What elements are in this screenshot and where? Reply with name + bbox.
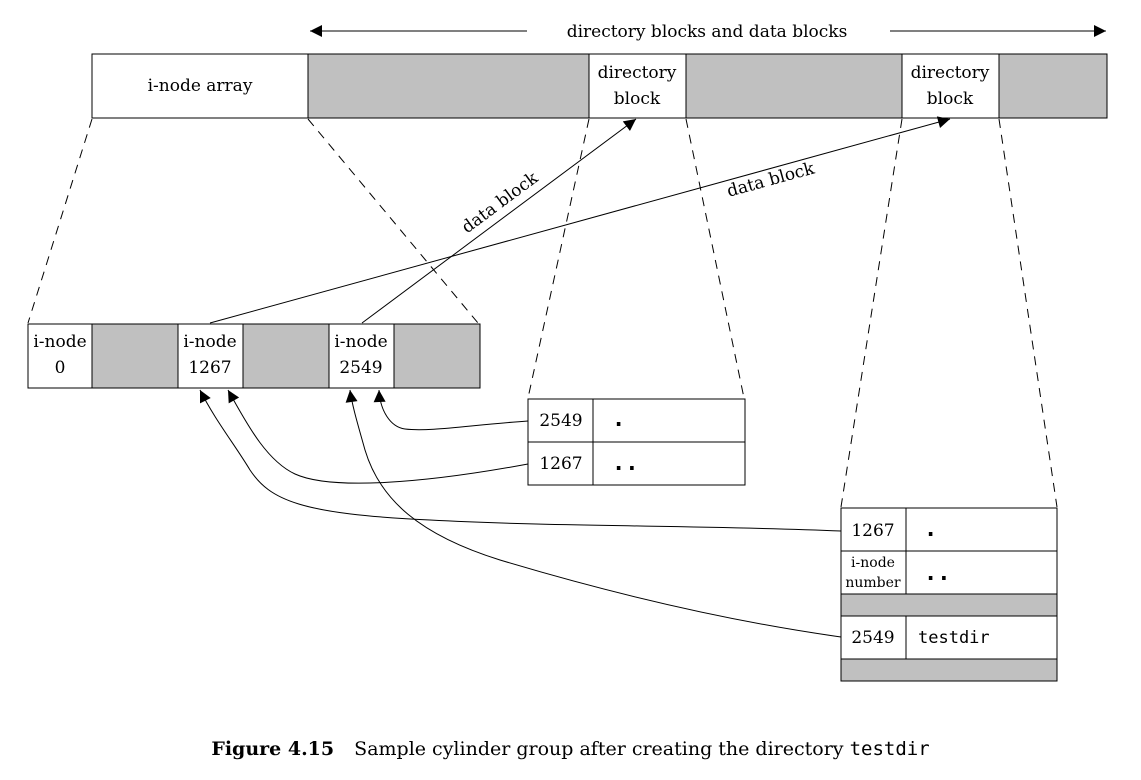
directory-block-1 xyxy=(588,53,687,119)
caption-code: testdir xyxy=(849,738,930,760)
projection-lines xyxy=(27,118,1058,508)
inode-array-box xyxy=(91,53,309,119)
data-block-label-right: data block xyxy=(725,158,818,201)
directory-block-1-line1: directory xyxy=(598,63,677,83)
dir2-row2-label-line2: number xyxy=(845,575,901,591)
ref-arrow-testdir-entry-2549 xyxy=(345,389,842,638)
dir1-row2-name: .. xyxy=(612,451,639,476)
projection-line xyxy=(27,118,93,324)
dir2-row1-name: . xyxy=(924,517,937,542)
data-block-label-left: data block xyxy=(458,168,543,238)
dir2-row2-name: .. xyxy=(924,561,951,586)
projection-line xyxy=(685,118,745,399)
projection-line xyxy=(307,118,479,324)
inode-1267-number: 1267 xyxy=(188,358,231,378)
inode-1267-cell xyxy=(177,323,244,389)
projection-line xyxy=(998,118,1058,508)
dir2-row3-name: testdir xyxy=(918,628,990,648)
data-block-arrow-1267 xyxy=(209,116,951,324)
inode-gap xyxy=(242,323,330,389)
inode-row: i-node 0 i-node 1267 i-node 2549 xyxy=(27,323,481,389)
figure-caption: Figure 4.15 Sample cylinder group after … xyxy=(0,738,1141,760)
data-area-3 xyxy=(998,53,1108,119)
caption-text: Sample cylinder group after creating the… xyxy=(354,738,844,760)
projection-line xyxy=(840,118,903,508)
cylinder-group-diagram: directory blocks and data blocks i-node … xyxy=(27,22,1108,682)
dir2-free-space xyxy=(840,658,1058,682)
dir1-row2-inode: 1267 xyxy=(539,454,582,474)
dir2-row3-inode: 2549 xyxy=(851,628,894,648)
dir2-row1-inode: 1267 xyxy=(851,521,894,541)
ref-arrow-testdir-dot-1267 xyxy=(199,389,842,532)
span-arrow: directory blocks and data blocks xyxy=(310,22,1106,42)
reference-arrows xyxy=(199,389,842,638)
directory-block-2-line1: directory xyxy=(911,63,990,83)
inode-gap xyxy=(91,323,179,389)
figure-number: Figure 4.15 xyxy=(211,738,335,760)
data-block-arrow-2549 xyxy=(361,118,637,324)
data-block-arrows: data block data block xyxy=(209,116,951,324)
dir2-free-space xyxy=(840,593,1058,617)
top-bar: i-node array directory block directory b… xyxy=(91,53,1108,119)
inode-1267-label: i-node xyxy=(183,332,236,352)
dir2-row2-label-line1: i-node xyxy=(851,555,895,571)
inode-0-label: i-node xyxy=(33,332,86,352)
dir1-row1-name: . xyxy=(612,407,625,432)
inode-gap xyxy=(393,323,481,389)
dir1-row1-inode: 2549 xyxy=(539,411,582,431)
directory-block-2-line2: block xyxy=(927,89,974,109)
directory-table-1: 2549 . 1267 .. xyxy=(527,398,746,486)
directory-block-2 xyxy=(901,53,1000,119)
ref-arrow-dot-2549 xyxy=(373,389,529,431)
inode-2549-cell xyxy=(328,323,395,389)
inode-array-label: i-node array xyxy=(148,76,253,96)
data-area-2 xyxy=(685,53,903,119)
inode-2549-label: i-node xyxy=(334,332,387,352)
span-label: directory blocks and data blocks xyxy=(567,22,848,42)
directory-table-2: 1267 . i-node number .. 2549 testdir xyxy=(840,507,1058,682)
inode-2549-number: 2549 xyxy=(339,358,382,378)
inode-0-number: 0 xyxy=(55,358,66,378)
directory-block-1-line2: block xyxy=(614,89,661,109)
dir2-row3 xyxy=(840,615,1058,660)
data-area-1 xyxy=(307,53,590,119)
ref-arrow-dotdot-1267 xyxy=(227,389,529,484)
inode-0-cell xyxy=(27,323,93,389)
